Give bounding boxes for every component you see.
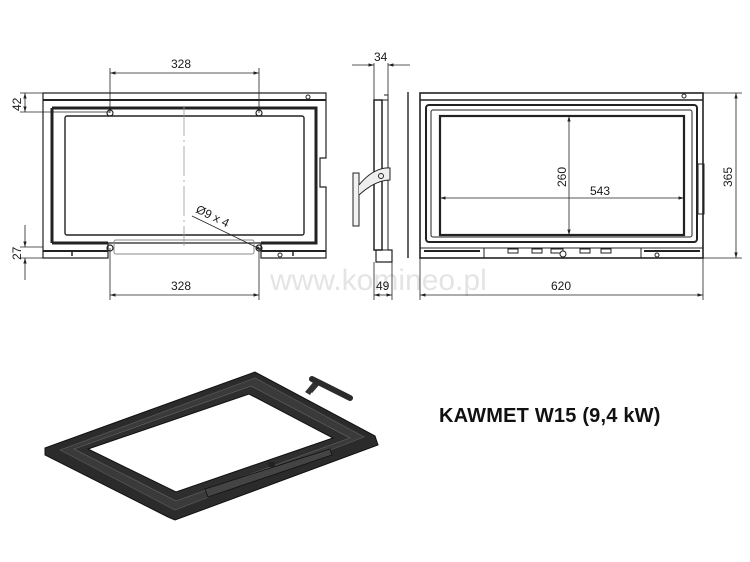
dim-front-glass-width: 543 [590,184,610,198]
dim-side-depth-top: 34 [374,50,388,64]
side-view [352,92,409,263]
dim-rear-top-width: 328 [171,57,191,71]
iso-view [44,371,379,521]
rear-view [42,92,327,259]
dim-rear-bottom-offset: 27 [10,246,24,260]
dim-rear-top-offset: 42 [10,97,24,111]
front-view [419,92,705,259]
product-title: KAWMET W15 (9,4 kW) [439,405,661,427]
dim-rear-bottom-width: 328 [171,279,191,293]
dim-front-glass-height: 260 [555,167,569,187]
watermark: www.komineo.pl [269,264,487,297]
dim-side-depth-bottom: 49 [376,279,390,293]
dim-front-total-width: 620 [551,279,571,293]
dim-front-total-height: 365 [721,167,735,187]
